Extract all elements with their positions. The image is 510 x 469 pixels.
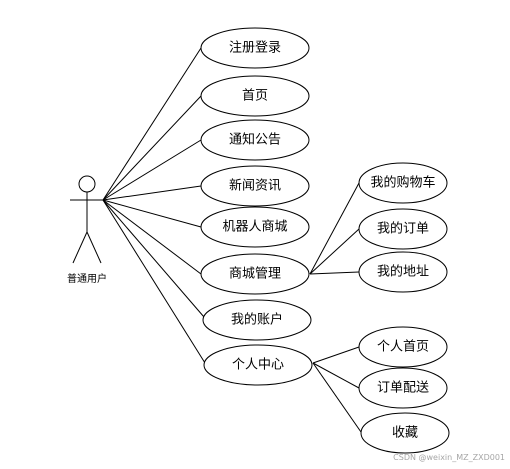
- use-case-label: 我的地址: [377, 264, 429, 280]
- use-case-notice: 通知公告: [200, 119, 310, 161]
- line-mall-manage-cart: [309, 182, 360, 275]
- actor-label: 普通用户: [67, 272, 107, 285]
- use-case-label: 个人中心: [232, 358, 284, 373]
- association-lines: [102, 47, 362, 433]
- line-mall-manage-orders: [309, 228, 360, 275]
- use-case-label: 新闻资讯: [229, 178, 281, 194]
- actor-head: [78, 175, 96, 193]
- line-center-personal-home: [312, 346, 360, 364]
- use-case-label: 商城管理: [229, 267, 281, 282]
- use-case-my-address: 我的地址: [358, 251, 448, 293]
- line-actor-my-account: [102, 199, 205, 318]
- line-center-favorites: [312, 362, 362, 433]
- use-case-mall-manage: 商城管理: [200, 253, 310, 295]
- use-case-personal-center: 个人中心: [203, 344, 313, 386]
- use-case-label: 我的账户: [231, 312, 283, 328]
- use-case-label: 个人首页: [377, 340, 429, 355]
- use-case-register-login: 注册登录: [200, 27, 310, 69]
- actor-right-leg: [86, 231, 102, 264]
- use-case-label: 机器人商城: [222, 220, 287, 235]
- use-case-order-delivery: 订单配送: [358, 367, 448, 409]
- use-case-label: 注册登录: [229, 41, 281, 56]
- use-case-personal-home: 个人首页: [358, 326, 448, 368]
- line-mall-manage-address: [309, 271, 360, 275]
- use-case-home: 首页: [200, 75, 310, 117]
- use-case-label: 我的购物车: [370, 175, 435, 191]
- line-actor-personal-center: [102, 199, 206, 364]
- line-actor-home: [102, 95, 202, 201]
- use-case-robot-mall: 机器人商城: [200, 206, 310, 248]
- line-actor-news: [102, 185, 202, 201]
- use-case-favorites: 收藏: [360, 412, 450, 454]
- line-actor-register-login: [102, 47, 202, 201]
- line-actor-notice: [102, 139, 202, 201]
- use-case-news: 新闻资讯: [200, 165, 310, 207]
- use-case-label: 订单配送: [377, 381, 429, 396]
- actor-left-leg: [72, 231, 88, 264]
- use-case-label: 通知公告: [229, 132, 281, 148]
- line-center-order-delivery: [312, 362, 360, 389]
- use-case-my-orders: 我的订单: [358, 208, 448, 250]
- use-case-label: 收藏: [392, 426, 418, 441]
- use-case-label: 首页: [242, 89, 268, 104]
- line-actor-mall-manage: [102, 199, 202, 275]
- use-case-label: 我的订单: [377, 221, 429, 237]
- use-case-my-account: 我的账户: [202, 299, 312, 341]
- use-case-my-cart: 我的购物车: [358, 162, 448, 204]
- line-actor-robot-mall: [102, 199, 202, 228]
- watermark: CSDN @weixin_MZ_ZXD001: [393, 453, 505, 462]
- actor-figure: [70, 175, 104, 264]
